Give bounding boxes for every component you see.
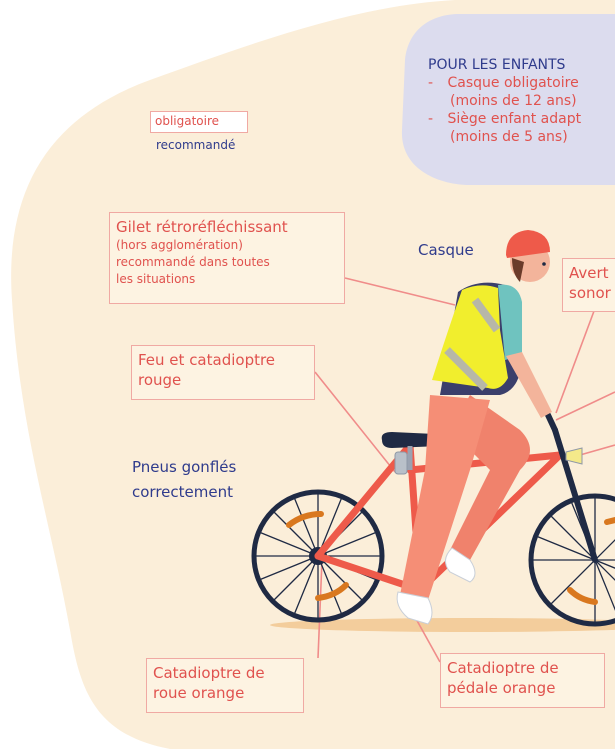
- label-wheel-reflector-line2: roue orange: [153, 684, 245, 702]
- label-pedal-reflector: Catadioptre de pédale orange: [440, 653, 605, 708]
- children-box-title: POUR LES ENFANTS: [428, 57, 566, 73]
- front-light: [565, 447, 583, 465]
- bullet: -: [428, 111, 434, 127]
- label-rear-light: Feu et catadioptre rouge: [131, 345, 315, 400]
- bullet: -: [428, 75, 434, 91]
- children-item-seat: - Siège enfant adapt: [428, 110, 581, 128]
- label-tires-line2: correctement: [132, 483, 233, 501]
- rider-shoe-back: [445, 547, 476, 583]
- label-tires-line1: Pneus gonflés: [132, 458, 237, 476]
- label-vest-line3: recommandé dans toutes: [116, 255, 270, 269]
- children-item-helmet: - Casque obligatoire: [428, 74, 581, 92]
- rider-arm: [498, 284, 522, 360]
- label-rear-light-line2: rouge: [138, 371, 182, 389]
- label-horn-line1: Avert: [569, 264, 609, 282]
- rider-front-leg: [400, 395, 490, 600]
- legend-recommended: recommandé: [156, 138, 236, 152]
- fork: [545, 412, 598, 563]
- ground-shadow: [270, 618, 615, 632]
- leader-lines: [314, 277, 615, 663]
- label-vest: Gilet rétroréfléchissant (hors aggloméra…: [109, 212, 345, 304]
- label-rear-light-line1: Feu et catadioptre: [138, 351, 276, 369]
- rider-forearm: [506, 352, 552, 418]
- label-pedal-reflector-line2: pédale orange: [447, 679, 556, 697]
- rear-light: [394, 451, 408, 475]
- label-pedal-reflector-line1: Catadioptre de: [447, 659, 559, 677]
- helmet: [506, 230, 550, 258]
- children-box-bg: [401, 14, 615, 185]
- safety-vest: [432, 285, 508, 389]
- children-box: POUR LES ENFANTS - Casque obligatoire (m…: [428, 56, 581, 146]
- label-horn: Avert sonor: [562, 258, 615, 312]
- label-helmet: Casque: [418, 241, 474, 259]
- label-vest-line4: les situations: [116, 272, 196, 286]
- legend-required: obligatoire: [150, 111, 248, 133]
- item-line1: Siège enfant adapt: [447, 111, 582, 127]
- label-horn-line2: sonor: [569, 284, 611, 302]
- label-wheel-reflector-line1: Catadioptre de: [153, 664, 265, 682]
- children-item-seat-note: (moins de 5 ans): [450, 129, 568, 145]
- children-item-helmet-note: (moins de 12 ans): [450, 93, 577, 109]
- vest-reflective-stripes: [444, 297, 501, 391]
- wheel-reflectors: [286, 511, 349, 601]
- rider-shoe-front: [396, 591, 433, 625]
- rider-hair: [512, 258, 524, 282]
- item-line1: Casque obligatoire: [447, 75, 579, 91]
- label-vest-line2: (hors agglomération): [116, 238, 243, 252]
- label-wheel-reflector: Catadioptre de roue orange: [146, 658, 304, 713]
- label-tires: Pneus gonflés correctement: [132, 455, 236, 505]
- label-vest-title: Gilet rétroréfléchissant: [116, 218, 288, 236]
